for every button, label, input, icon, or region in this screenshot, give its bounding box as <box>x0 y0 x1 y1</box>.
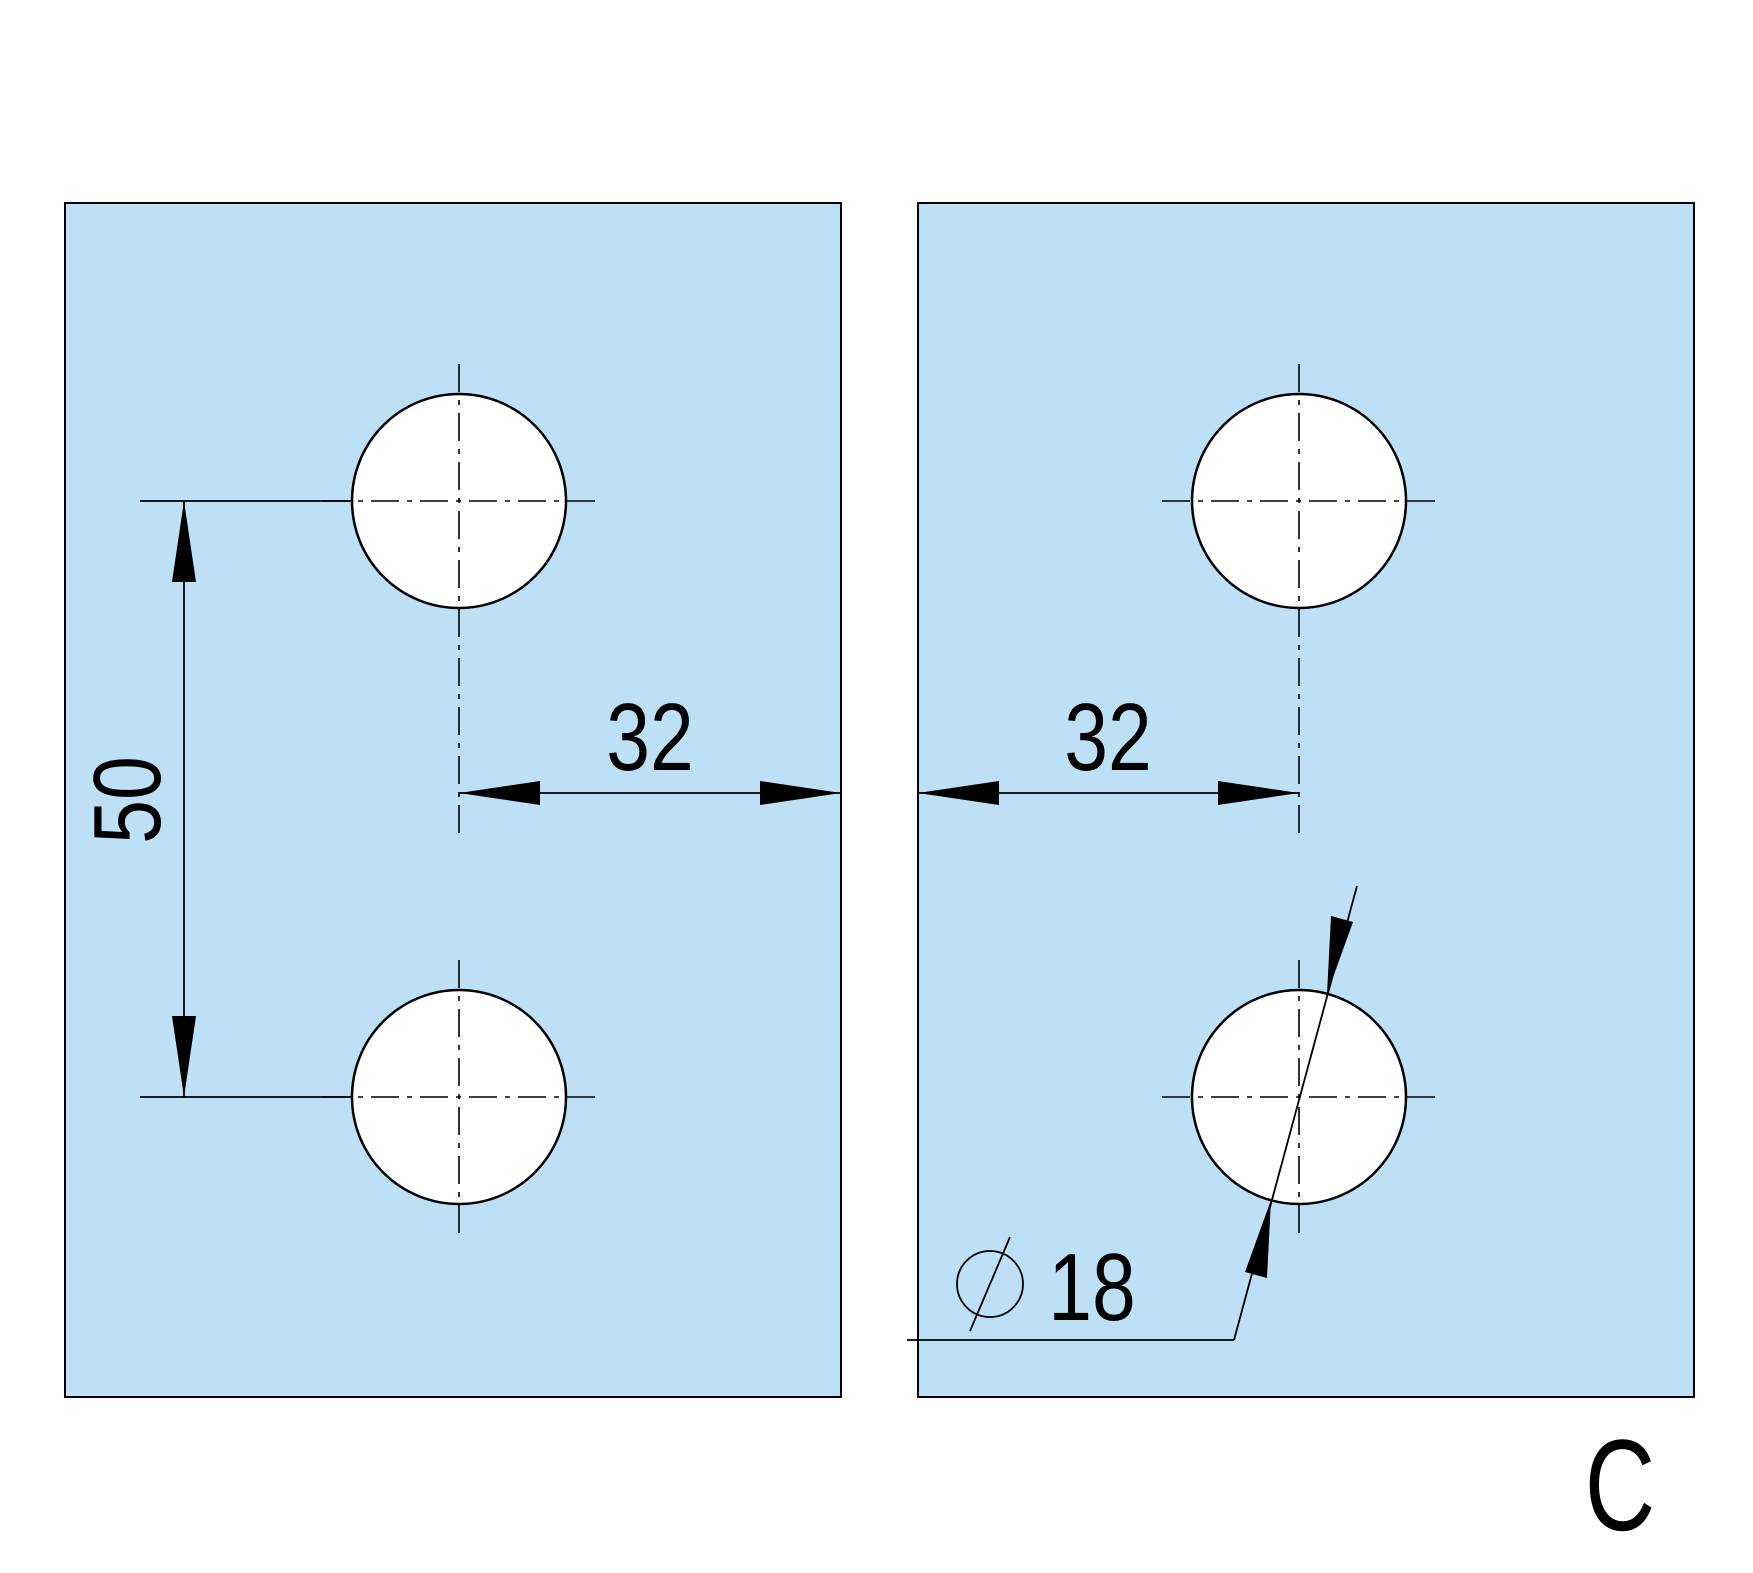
dimension-left-32-label: 32 <box>606 684 694 791</box>
dimension-diameter-18-label: 18 <box>1048 1234 1136 1341</box>
dimension-right-32: 32 <box>918 684 1299 805</box>
dimension-diameter-18: 18 <box>907 885 1358 1341</box>
diameter-symbol-icon <box>956 1236 1024 1332</box>
dimension-right-32-label: 32 <box>1064 684 1152 791</box>
right-top-hole <box>1162 364 1438 840</box>
dimension-left-32: 32 <box>459 684 841 805</box>
dimension-50-label: 50 <box>74 756 181 844</box>
right-glass-panel <box>917 202 1695 1398</box>
view-label: C <box>1585 1413 1655 1558</box>
left-glass-panel <box>64 202 842 1398</box>
left-top-hole <box>322 364 598 840</box>
dimension-vertical-50: 50 <box>74 500 352 1098</box>
